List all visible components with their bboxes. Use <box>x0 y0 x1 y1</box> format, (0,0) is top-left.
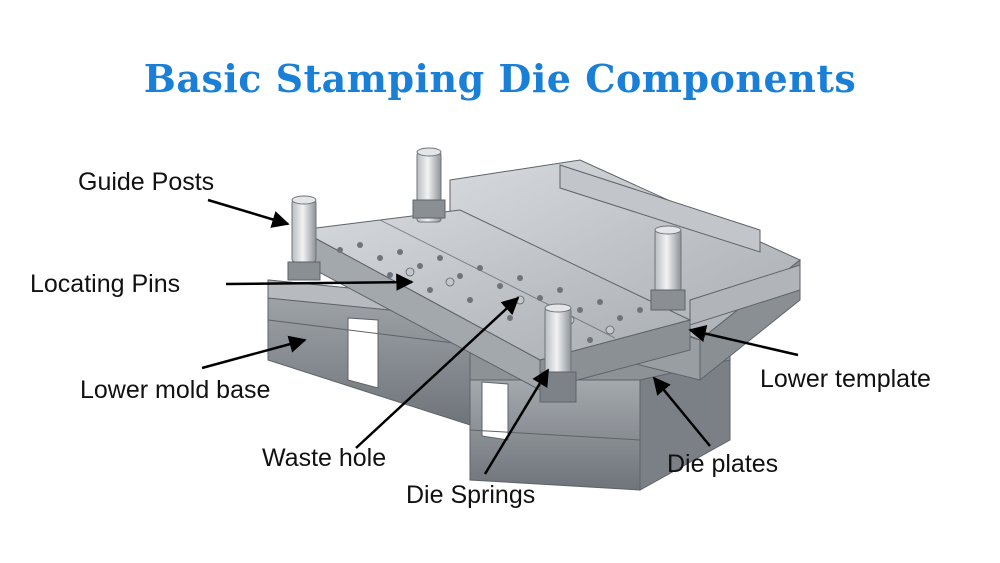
label-guide-posts: Guide Posts <box>78 168 215 196</box>
label-die-springs: Die Springs <box>406 481 536 509</box>
guide-post-front <box>539 303 577 403</box>
arrow-die-plates <box>652 376 711 447</box>
label-lower-mold-base: Lower mold base <box>80 376 271 404</box>
arrow-lower-template <box>688 325 799 357</box>
arrow-die-springs <box>483 368 550 475</box>
arrow-waste-hole <box>355 296 520 449</box>
guide-post-back <box>412 147 446 223</box>
page-title: Basic Stamping Die Components <box>143 56 857 101</box>
label-locating-pins: Locating Pins <box>30 270 181 298</box>
label-waste-hole: Waste hole <box>262 444 387 472</box>
label-lower-template: Lower template <box>760 365 931 393</box>
arrow-locating-pins <box>225 273 414 291</box>
guide-post-right <box>650 225 686 311</box>
lower-template-plate <box>298 209 692 391</box>
arrow-lower-mold-base <box>201 335 307 370</box>
arrow-guide-posts <box>207 198 290 228</box>
label-die-plates: Die plates <box>667 450 779 478</box>
callout-arrows <box>201 198 799 475</box>
guide-post-left <box>287 195 321 281</box>
